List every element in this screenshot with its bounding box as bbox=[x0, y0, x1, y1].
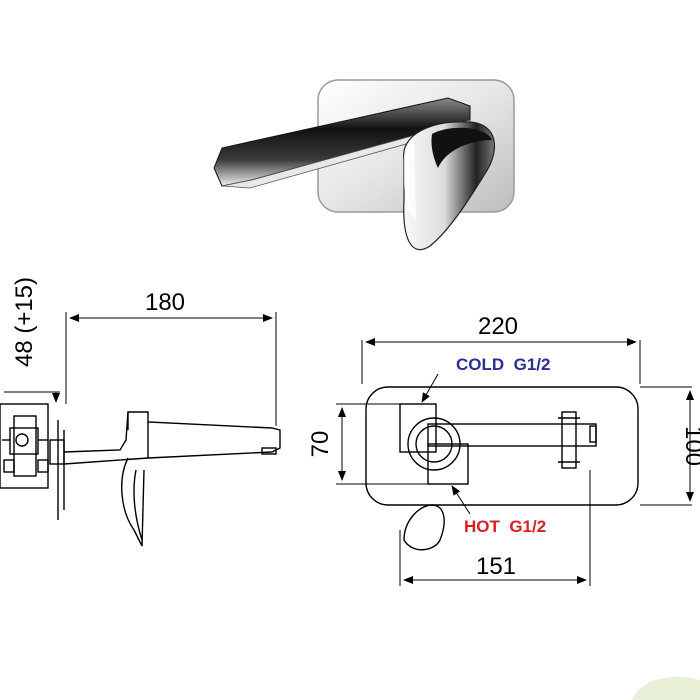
handle-render bbox=[403, 121, 495, 251]
dim-spout-length: 180 bbox=[145, 289, 185, 316]
side-view-drawing bbox=[0, 312, 281, 547]
dim-plate-width: 220 bbox=[478, 313, 518, 340]
logo-fragment bbox=[632, 676, 700, 700]
dim-inlet-spacing-h: 151 bbox=[476, 553, 516, 580]
dim-plate-height: 100 bbox=[680, 426, 700, 466]
cold-inlet-label: COLD G1/2 bbox=[456, 355, 550, 374]
hot-inlet-label: HOT G1/2 bbox=[464, 517, 546, 536]
dim-height-offset: 48 (+15) bbox=[11, 277, 38, 367]
front-view-drawing bbox=[336, 338, 694, 586]
product-render bbox=[213, 79, 515, 251]
dim-inlet-spacing-v: 70 bbox=[307, 431, 334, 458]
